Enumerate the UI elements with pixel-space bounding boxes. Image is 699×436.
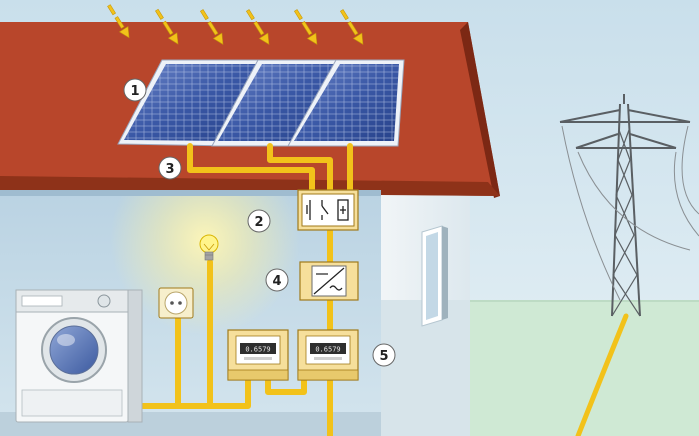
- sun-rays-icon: [107, 4, 364, 45]
- power-socket-icon: [158, 287, 194, 319]
- callout-number: 3: [165, 162, 174, 177]
- switch-icon: [306, 199, 349, 221]
- electricity-meter-right: 0.6579: [297, 329, 359, 381]
- electricity-meter-left: 0.6579: [227, 329, 289, 381]
- inverter-icon: [299, 261, 359, 301]
- callout-number: 5: [379, 349, 388, 364]
- callout-number: 2: [254, 215, 263, 230]
- callout-roof-cable: 3: [158, 156, 182, 180]
- callout-meters: 5: [372, 343, 396, 367]
- meter-reading-left: 0.6579: [245, 346, 270, 354]
- light-bulb-icon: [199, 234, 219, 261]
- window: [421, 225, 448, 327]
- power-pylon-icon: [559, 94, 699, 317]
- junction-box: [297, 189, 359, 231]
- callout-panels: 1: [123, 78, 147, 102]
- callout-junction-box: 2: [247, 209, 271, 233]
- solar-panels: [117, 59, 405, 147]
- solar-panel: [287, 59, 405, 147]
- meter-reading-right: 0.6579: [315, 346, 340, 354]
- callout-number: 4: [272, 274, 281, 289]
- washing-machine-icon: [15, 289, 143, 423]
- callout-inverter: 4: [265, 268, 289, 292]
- wiring: [140, 143, 629, 436]
- callout-number: 1: [130, 84, 139, 99]
